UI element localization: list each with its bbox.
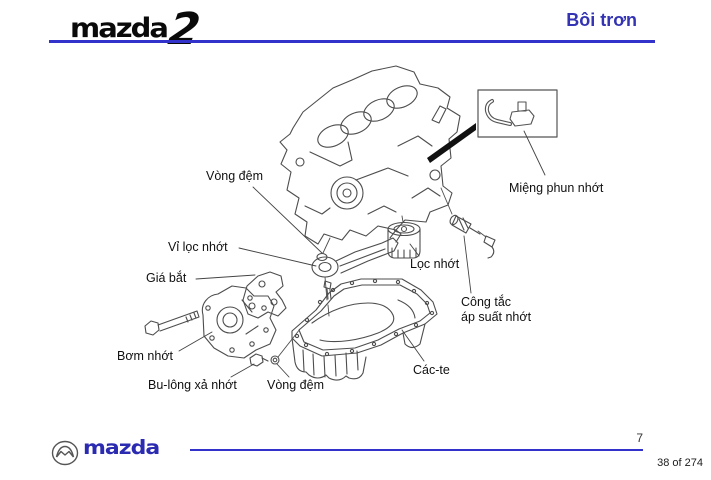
oil-filter-icon [387,221,421,259]
page-indicator: 38 of 274 [657,457,703,469]
label-drain-bolt: Bu-lông xả nhớt [148,378,237,392]
oil-strainer-icon [311,229,402,300]
drain-bolt-icon [249,353,269,367]
oil-jet-icon [484,99,535,127]
mazda-footer-word: mazda [83,437,160,460]
leader-lines [178,130,546,378]
oil-pan-icon [291,278,438,381]
label-bracket: Giá bắt [146,271,187,285]
mazda2-logo-word: mazda [70,12,169,44]
oil-pump-icon [201,285,277,359]
washer-icon [270,355,280,365]
assembly-lines [277,187,487,358]
label-oil-pump: Bơm nhớt [117,349,173,363]
page-number: 7 [636,431,643,445]
header-rule [49,40,655,43]
mazda-emblem-icon [51,440,79,465]
bracket-icon [242,271,287,319]
oil-pressure-switch-icon [449,214,496,259]
label-oil-pan: Các-te [413,363,450,377]
label-oil-pressure-switch-line2: áp suất nhớt [461,310,532,324]
label-gasket-top: Vòng đệm [206,169,263,183]
label-oil-pressure-switch-line1: Công tắc [461,295,512,309]
label-oil-strainer: Vỉ lọc nhớt [168,240,228,254]
page-title: Bôi trơn [566,10,637,30]
mazda2-logo: mazda2 [70,4,203,55]
label-oil-jet: Miệng phun nhớt [509,181,604,195]
oil-jet-callout-box [477,89,558,138]
label-oil-filter: Lọc nhớt [410,257,460,271]
footer-rule [190,449,643,451]
engine-block-icon [279,65,461,245]
mazda-footer-logo: mazda [50,436,160,466]
label-oil-pressure-switch: Công tắc áp suất nhớt [461,295,531,325]
mount-bolt-icon [144,310,200,336]
callout-pointer [427,123,476,163]
label-gasket-bottom: Vòng đệm [267,378,324,392]
